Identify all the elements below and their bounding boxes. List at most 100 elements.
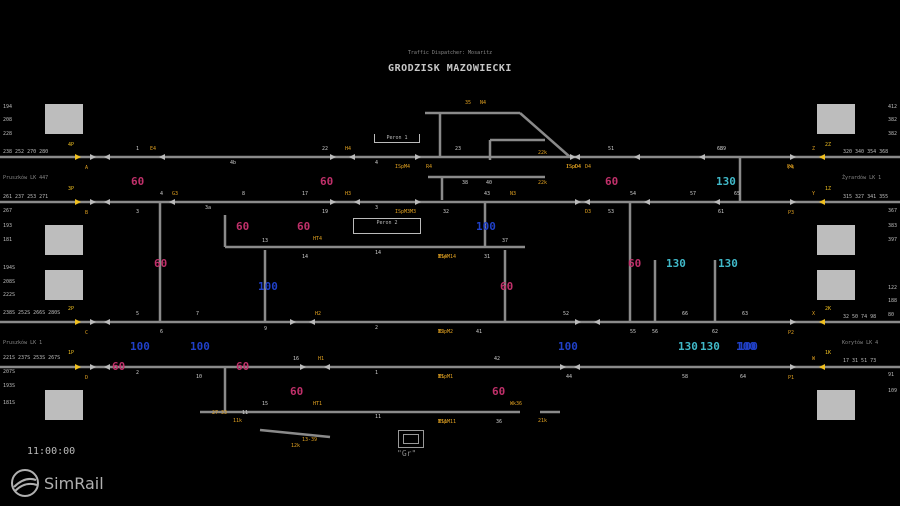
left-block-box-2[interactable] <box>45 225 83 255</box>
track-label-1[interactable]: 3a <box>205 205 212 211</box>
counter-right-5[interactable]: 367 <box>888 208 898 214</box>
signal-arrow-9[interactable] <box>699 154 705 160</box>
switch-6[interactable]: 7 <box>196 311 200 317</box>
counter-right-11[interactable]: 32 50 74 98 <box>843 314 877 320</box>
switch-14[interactable]: 16 <box>293 356 300 362</box>
track-label-2[interactable]: 2 <box>375 325 379 331</box>
signal-arrow-30[interactable] <box>104 364 110 370</box>
switch-0[interactable]: 1 <box>136 146 140 152</box>
signal-11[interactable]: M14 <box>438 254 448 260</box>
signal-17[interactable]: M11 <box>438 419 448 425</box>
entry-label-left-0[interactable]: 4P <box>68 142 75 148</box>
entry-arrow-left-2[interactable] <box>75 199 81 205</box>
signal-20[interactable]: Z <box>812 146 816 152</box>
signal-arrow-29[interactable] <box>90 364 96 370</box>
switch-37[interactable]: 59 <box>720 146 727 152</box>
counter-right-1[interactable]: 382 <box>888 117 898 123</box>
signal-22[interactable]: X <box>812 311 816 317</box>
signal-7[interactable]: M3 <box>410 209 417 215</box>
signal-19[interactable]: Wk36 <box>510 401 523 407</box>
track-label-4[interactable]: 4 <box>375 160 379 166</box>
entry-label-right-2[interactable]: 2K <box>825 306 832 312</box>
counter-right-8[interactable]: 122 <box>888 285 898 291</box>
track-letter-left-1[interactable]: B <box>85 210 89 216</box>
counter-left-1[interactable]: 208 <box>3 117 13 123</box>
track-letter-right-3[interactable]: P1 <box>788 375 795 381</box>
counter-left-0[interactable]: 194 <box>3 104 13 110</box>
signal-arrow-0[interactable] <box>90 154 96 160</box>
track-label-0[interactable]: 4b <box>230 160 237 166</box>
signal-arrow-24[interactable] <box>290 319 296 325</box>
entry-label-right-3[interactable]: 1K <box>825 350 832 356</box>
entry-arrow-right-2[interactable] <box>819 199 825 205</box>
signal-6[interactable]: H3 <box>345 191 352 197</box>
signal-arrow-31[interactable] <box>300 364 306 370</box>
signal-13[interactable]: M2 <box>438 329 445 335</box>
switch-2[interactable]: 3 <box>136 209 140 215</box>
track-letter-right-1[interactable]: P3 <box>788 210 795 216</box>
signal-arrow-1[interactable] <box>104 154 110 160</box>
counter-left-15[interactable]: 181S <box>3 400 16 406</box>
signal-arrow-14[interactable] <box>330 199 336 205</box>
switch-28[interactable]: 44 <box>566 374 573 380</box>
counter-right-9[interactable]: 188 <box>888 298 898 304</box>
track-label-6[interactable]: 11 <box>375 414 382 420</box>
switch-5[interactable]: 6 <box>160 329 164 335</box>
left-block-box-1[interactable] <box>45 104 83 134</box>
signal-arrow-34[interactable] <box>574 364 580 370</box>
right-block-box-4[interactable] <box>817 390 855 420</box>
left-block-box-4[interactable] <box>45 390 83 420</box>
counter-right-0[interactable]: 412 <box>888 104 898 110</box>
misc-label-13[interactable]: 27-33 <box>212 410 228 416</box>
signal-arrow-23[interactable] <box>104 319 110 325</box>
counter-right-12[interactable]: 17 31 51 73 <box>843 358 877 364</box>
misc-label-11[interactable]: 12k <box>291 443 301 449</box>
signal-14[interactable]: H1 <box>318 356 325 362</box>
signal-9[interactable]: D3 <box>585 209 592 215</box>
signal-16[interactable]: HT1 <box>313 401 323 407</box>
entry-arrow-right-3[interactable] <box>819 319 825 325</box>
counter-right-13[interactable]: 91 <box>888 372 895 378</box>
switch-1[interactable]: 2 <box>136 370 140 376</box>
counter-right-4[interactable]: 315 327 341 355 <box>843 194 889 200</box>
signal-arrow-5[interactable] <box>415 154 421 160</box>
counter-right-3[interactable]: 320 340 354 368 <box>843 149 889 155</box>
switch-25[interactable]: 41 <box>476 329 483 335</box>
signal-arrow-13[interactable] <box>169 199 175 205</box>
track-letter-left-0[interactable]: A <box>85 165 89 171</box>
misc-label-2[interactable]: ISpM14 <box>438 254 457 260</box>
switch-16[interactable]: 19 <box>322 209 329 215</box>
signal-15[interactable]: M1 <box>438 374 445 380</box>
signal-arrow-20[interactable] <box>714 199 720 205</box>
signal-10[interactable]: HT4 <box>313 236 323 242</box>
signal-arrow-35[interactable] <box>790 364 796 370</box>
switch-9[interactable]: 10 <box>196 374 203 380</box>
switch-21[interactable]: 36 <box>496 419 503 425</box>
switch-24[interactable]: 40 <box>486 180 493 186</box>
switch-19[interactable]: 31 <box>484 254 491 260</box>
track-letter-left-3[interactable]: D <box>85 375 89 381</box>
signal-arrow-26[interactable] <box>575 319 581 325</box>
counter-left-8[interactable]: 194S <box>3 265 16 271</box>
misc-label-10[interactable]: 11k <box>233 418 243 424</box>
switch-11[interactable]: 13 <box>262 238 269 244</box>
track-letter-right-0[interactable]: P4 <box>788 165 795 171</box>
entry-label-left-2[interactable]: 2P <box>68 306 75 312</box>
signal-2[interactable]: N4 <box>480 100 487 106</box>
signal-arrow-12[interactable] <box>104 199 110 205</box>
switch-32[interactable]: 54 <box>630 191 637 197</box>
switch-3[interactable]: 4 <box>160 191 164 197</box>
signal-arrow-3[interactable] <box>330 154 336 160</box>
misc-label-7[interactable]: ISpD4 <box>566 164 582 170</box>
signal-arrow-21[interactable] <box>790 199 796 205</box>
signal-4[interactable]: P4 <box>787 164 794 170</box>
switch-44[interactable]: 68 <box>717 146 724 152</box>
switch-29[interactable]: 51 <box>608 146 615 152</box>
counter-right-7[interactable]: 397 <box>888 237 898 243</box>
misc-label-1[interactable]: ISpM3 <box>395 209 411 215</box>
misc-label-3[interactable]: ISpM2 <box>438 329 454 335</box>
signal-arrow-15[interactable] <box>354 199 360 205</box>
signal-arrow-8[interactable] <box>634 154 640 160</box>
track-12[interactable] <box>259 428 331 439</box>
misc-label-8[interactable]: 22k <box>538 150 548 156</box>
